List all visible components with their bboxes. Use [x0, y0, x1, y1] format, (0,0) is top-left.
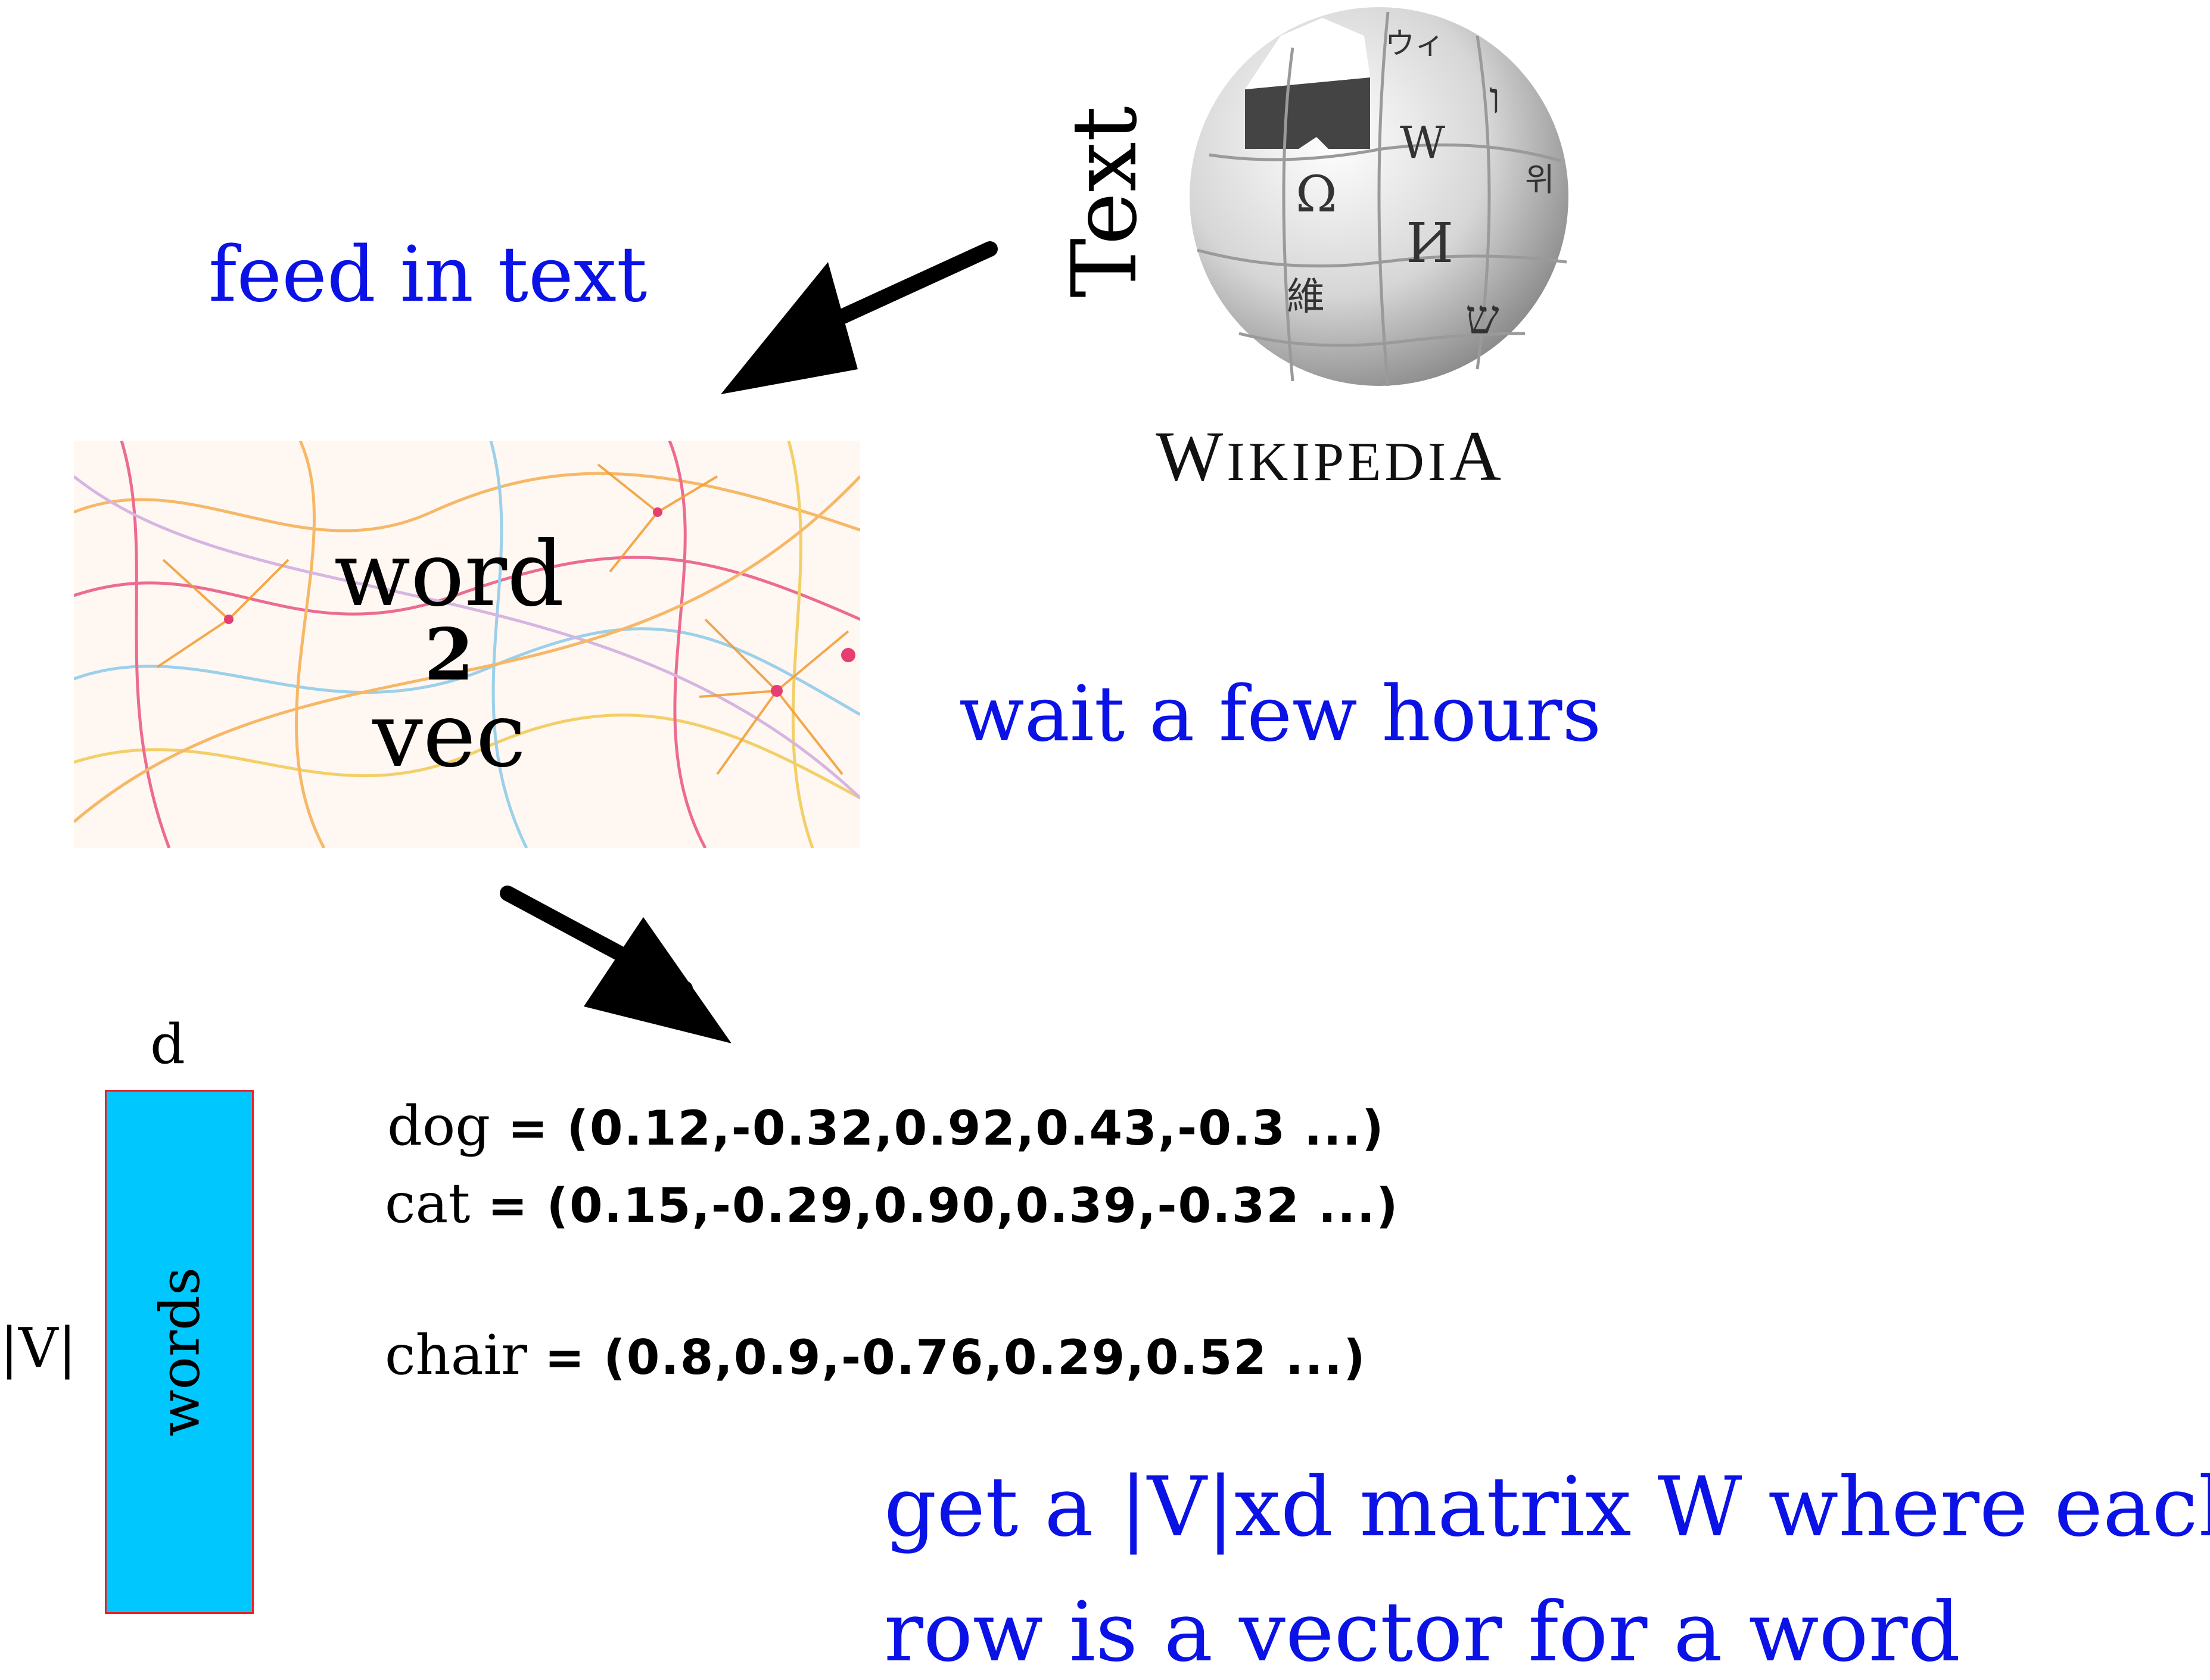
- vector-word: cat: [385, 1171, 471, 1235]
- wordmark-first: W: [1156, 416, 1227, 495]
- wiki-glyph-kana: ウィ: [1385, 26, 1445, 61]
- wikipedia-wordmark: WIKIPEDIA: [1156, 420, 1505, 492]
- wiki-glyph-cjk: 維: [1287, 275, 1325, 319]
- wiki-glyph-i: И: [1406, 211, 1453, 275]
- wiki-glyph-extra: ש: [1465, 289, 1499, 345]
- vocab-size-label: |V|: [0, 1316, 77, 1380]
- vector-row-dog: dog = (0.12,-0.32,0.92,0.43,-0.3 ...): [387, 1099, 1385, 1154]
- vector-row-chair: chair = (0.8,0.9,-0.76,0.29,0.52 ...): [385, 1328, 1367, 1383]
- wiki-glyph-omega: Ω: [1296, 165, 1337, 223]
- output-arrow: [500, 886, 732, 1043]
- word2vec-title-line3: vec: [372, 684, 526, 787]
- word2vec-image: word 2 vec: [74, 441, 860, 848]
- wiki-glyph-hangul: 위: [1525, 161, 1555, 198]
- feed-in-text-note: feed in text: [208, 230, 648, 319]
- vector-word: chair: [385, 1323, 528, 1387]
- wikipedia-globe-icon: Ω W И 維 ウィ ו 위 ש: [1190, 7, 1568, 387]
- vector-values: = (0.15,-0.29,0.90,0.39,-0.32 ...): [487, 1178, 1399, 1233]
- wordmark-last: A: [1449, 416, 1505, 495]
- word2vec-title-line2: 2: [424, 613, 474, 697]
- vector-row-cat: cat = (0.15,-0.29,0.90,0.39,-0.32 ...): [385, 1176, 1399, 1231]
- wiki-glyph-hebrew: ו: [1489, 73, 1501, 124]
- wiki-glyph-w: W: [1400, 117, 1445, 169]
- vector-values: = (0.8,0.9,-0.76,0.29,0.52 ...): [544, 1330, 1367, 1385]
- vector-word: dog: [387, 1094, 491, 1158]
- result-note-line1: get a |V|xd matrix W where each: [884, 1459, 2210, 1555]
- word2vec-background-art: [74, 441, 860, 848]
- matrix-words-label: words: [148, 1267, 212, 1437]
- matrix-rectangle: [105, 1090, 254, 1614]
- wordmark-mid: IKIPEDI: [1227, 431, 1450, 492]
- wait-note: wait a few hours: [959, 670, 1602, 759]
- feed-arrow: [721, 241, 998, 394]
- dimension-d-label: d: [150, 1012, 185, 1076]
- vector-values: = (0.12,-0.32,0.92,0.43,-0.3 ...): [508, 1101, 1385, 1156]
- word2vec-title-line1: word: [334, 523, 565, 627]
